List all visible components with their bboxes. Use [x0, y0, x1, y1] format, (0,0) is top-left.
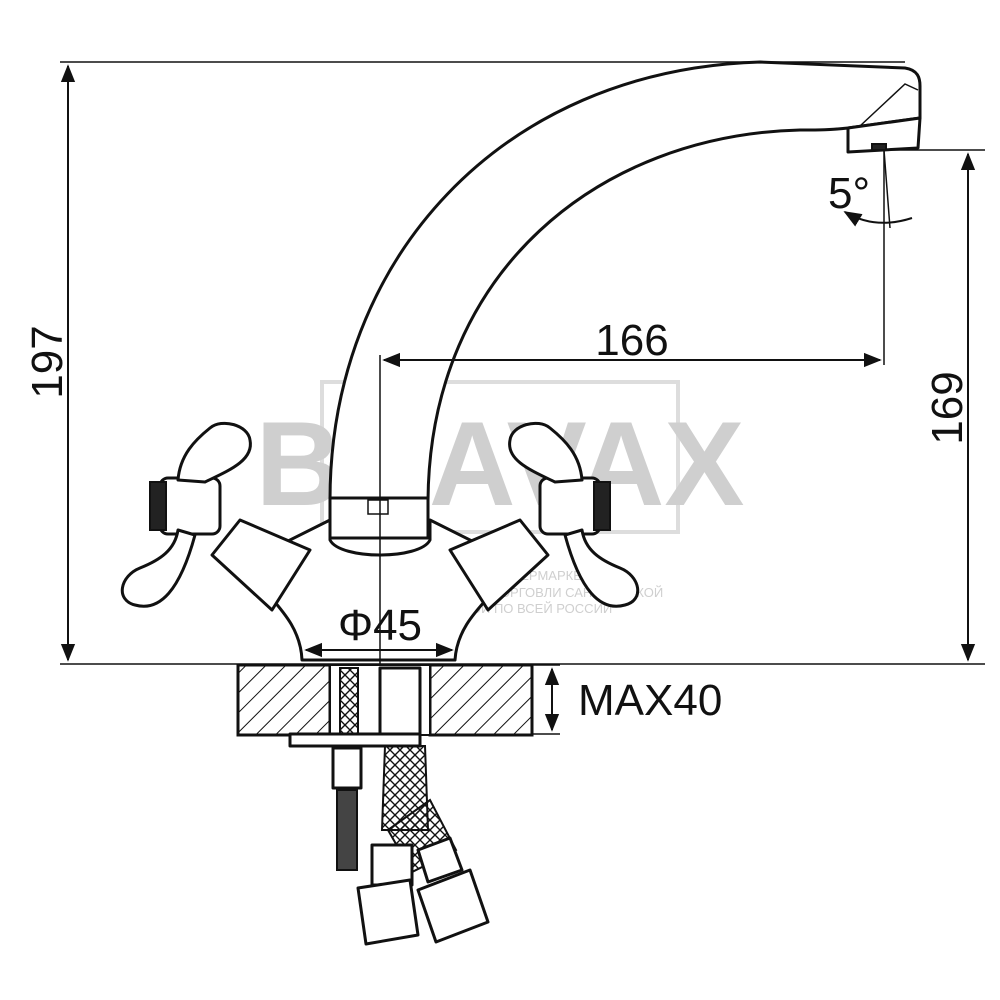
dimension-labels: 197 169 166 Φ45 MAX40 5° — [23, 169, 972, 725]
collar-screw — [367, 499, 389, 515]
left-handle-cap — [149, 481, 167, 531]
left-handle-arm-upper — [176, 421, 252, 484]
hose-nut-right — [416, 868, 490, 944]
left-handle-hub — [158, 476, 222, 536]
mounting-hardware — [288, 666, 490, 946]
spout-collar — [328, 496, 430, 540]
hose-coupling-right — [416, 836, 464, 884]
right-handle-cap — [593, 481, 611, 531]
spout-tube — [328, 60, 922, 502]
aerator-outlet — [871, 143, 887, 151]
hose-fitting — [378, 666, 422, 736]
label-spout-reach: 166 — [595, 316, 668, 365]
countertop-left — [236, 663, 332, 737]
label-total-height: 197 — [23, 325, 72, 398]
dimension-lines — [60, 61, 985, 735]
label-spout-height: 169 — [923, 371, 972, 444]
label-base-diameter: Φ45 — [338, 601, 422, 650]
left-valve-head — [210, 518, 312, 612]
stud-nut — [331, 746, 363, 790]
right-handle-arm-upper — [508, 421, 584, 484]
right-valve-head — [448, 518, 550, 612]
left-handle-arm-lower — [120, 528, 197, 608]
aerator-housing — [846, 116, 922, 154]
angle-leg — [883, 149, 891, 229]
threaded-stud-lower — [336, 789, 358, 871]
angle-arc — [843, 211, 913, 227]
spout — [328, 60, 922, 502]
left-handle — [120, 421, 312, 612]
hose-nut-left — [356, 878, 420, 946]
mounting-plate — [288, 732, 422, 748]
label-angle: 5° — [828, 169, 870, 218]
spout-tip-edge — [859, 83, 919, 127]
right-handle-arm-lower — [563, 528, 640, 608]
label-countertop-max: MAX40 — [578, 676, 722, 725]
countertop-right — [428, 663, 534, 737]
threaded-stud-upper — [339, 667, 359, 735]
right-handle-hub — [538, 476, 602, 536]
hose-coupling-left — [370, 843, 414, 887]
right-handle — [448, 421, 640, 612]
